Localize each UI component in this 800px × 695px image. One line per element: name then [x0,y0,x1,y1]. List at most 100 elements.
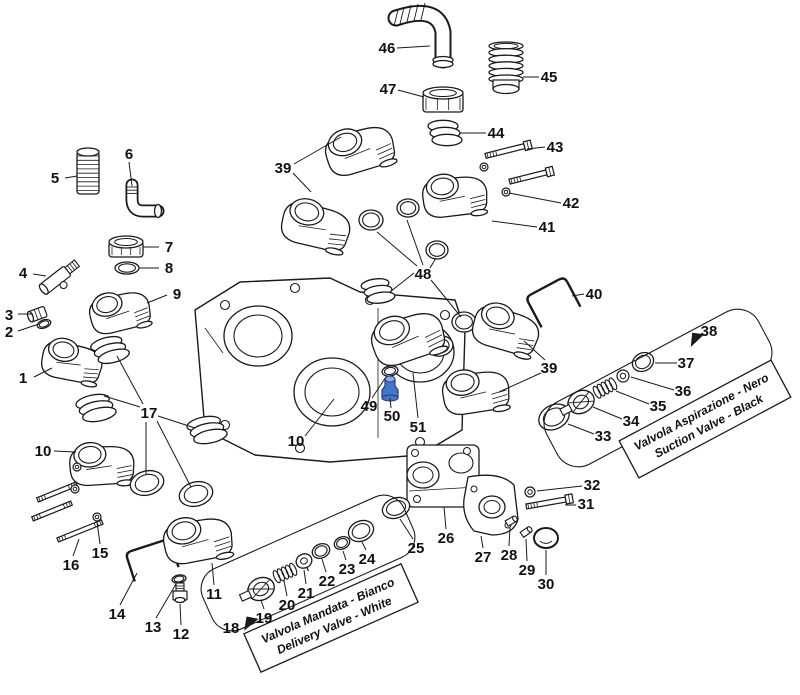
part-callout-35: 35 [650,398,667,415]
leader-line-part-24 [361,541,367,551]
leader-line-part-4 [32,273,47,277]
leader-line-part-39 [523,340,546,361]
part-callout-39: 39 [541,360,558,377]
leader-line-part-5 [64,175,78,179]
leader-line-part-34 [592,406,623,420]
part-shape-washerS [616,369,630,383]
leader-line-part-17 [157,415,196,429]
part-shape-washerS [501,187,511,197]
part-shape-ringNut [108,235,144,258]
leader-line-part-10 [304,398,335,437]
part-callout-11: 11 [206,586,222,603]
leader-line-part-1 [33,367,53,378]
part-shape-washerS [70,484,80,494]
part-shape-ringStack [75,393,117,423]
part-callout-16: 16 [63,557,80,574]
leader-line-part-43 [526,146,546,150]
leader-line-part-46 [396,45,431,49]
part-callout-15: 15 [92,545,109,562]
part-shape-ring [347,519,375,543]
part-shape-valveBody [162,517,235,565]
delivery-valve-group-outline [200,494,416,632]
part-callout-43: 43 [547,139,564,156]
part-callout-24: 24 [359,551,376,568]
part-callout-19: 19 [256,610,273,627]
part-callout-28: 28 [501,547,518,564]
part-shape-valveBody [88,292,153,335]
part-callout-10: 10 [288,433,305,450]
part-callout-7: 7 [165,239,173,256]
part-shape-ring [129,469,165,497]
part-shape-ubolt [526,277,582,328]
leader-line-part-36 [630,376,675,391]
leader-line-part-39 [293,136,342,165]
part-callout-1: 1 [19,370,27,387]
part-callout-38: 38 [701,323,718,340]
part-callout-14: 14 [109,606,126,623]
leader-line-part-40 [571,293,585,297]
part-callout-6: 6 [125,146,133,163]
part-shape-valveBody [370,313,449,367]
part-callout-17: 17 [141,405,158,422]
part-callout-29: 29 [519,562,536,579]
part-shape-stud [30,500,74,522]
leader-line-part-16 [72,538,80,557]
part-shape-ringStack [90,335,130,365]
leader-line-part-6 [128,161,133,187]
leader-line-part-21 [303,569,307,585]
part-shape-valveBody [280,198,351,256]
part-shape-ringStack [186,415,228,445]
part-callout-23: 23 [339,561,356,578]
leader-line-part-50 [389,397,392,409]
part-shape-valveBody [441,369,511,416]
leader-line-part-51 [412,372,419,419]
part-shape-valveBody [40,337,103,388]
part-shape-washerS [72,462,82,472]
part-callout-31: 31 [578,496,595,513]
part-callout-8: 8 [165,260,173,277]
leader-line-part-28 [508,527,511,547]
part-callout-12: 12 [173,626,190,643]
leader-line-part-22 [321,558,327,573]
leader-lines [17,45,677,626]
part-callout-34: 34 [623,413,640,430]
leader-line-part-39 [498,372,542,393]
part-shape-poppet [295,553,313,572]
leader-line-part-41 [491,220,538,228]
leader-line-part-35 [615,390,650,405]
leader-line-part-48 [430,279,462,318]
part-callout-39: 39 [275,160,292,177]
leader-line-part-29 [525,538,528,562]
part-callout-45: 45 [541,69,558,86]
part-shape-bolt [484,139,534,159]
part-callout-20: 20 [279,597,296,614]
part-callout-5: 5 [51,170,59,187]
part-shape-smallPlug [504,515,518,527]
part-callout-37: 37 [678,355,695,372]
part-shape-cage [559,389,595,417]
part-callout-46: 46 [379,40,396,57]
part-callout-26: 26 [438,530,455,547]
leader-line-part-49 [371,376,387,399]
part-shape-plugBlue [381,375,399,402]
part-shape-valveBody [69,441,135,487]
part-callout-22: 22 [319,573,336,590]
parts-artwork [26,2,655,604]
leader-line-part-42 [508,192,562,204]
leader-line-part-19 [260,599,265,610]
part-shape-ring [114,261,140,275]
part-shape-cage [238,576,275,602]
part-shape-ring [396,198,420,218]
part-callout-36: 36 [675,383,692,400]
leader-line-part-20 [283,580,288,597]
part-shape-washerS [479,162,489,172]
part-callout-3: 3 [5,307,13,324]
part-shape-hoseElbow [387,2,454,69]
part-callout-47: 47 [380,81,397,98]
leader-line-part-47 [397,89,425,98]
leader-line-part-48 [389,272,415,293]
part-shape-ring [631,351,655,373]
leader-line-part-9 [146,294,168,304]
